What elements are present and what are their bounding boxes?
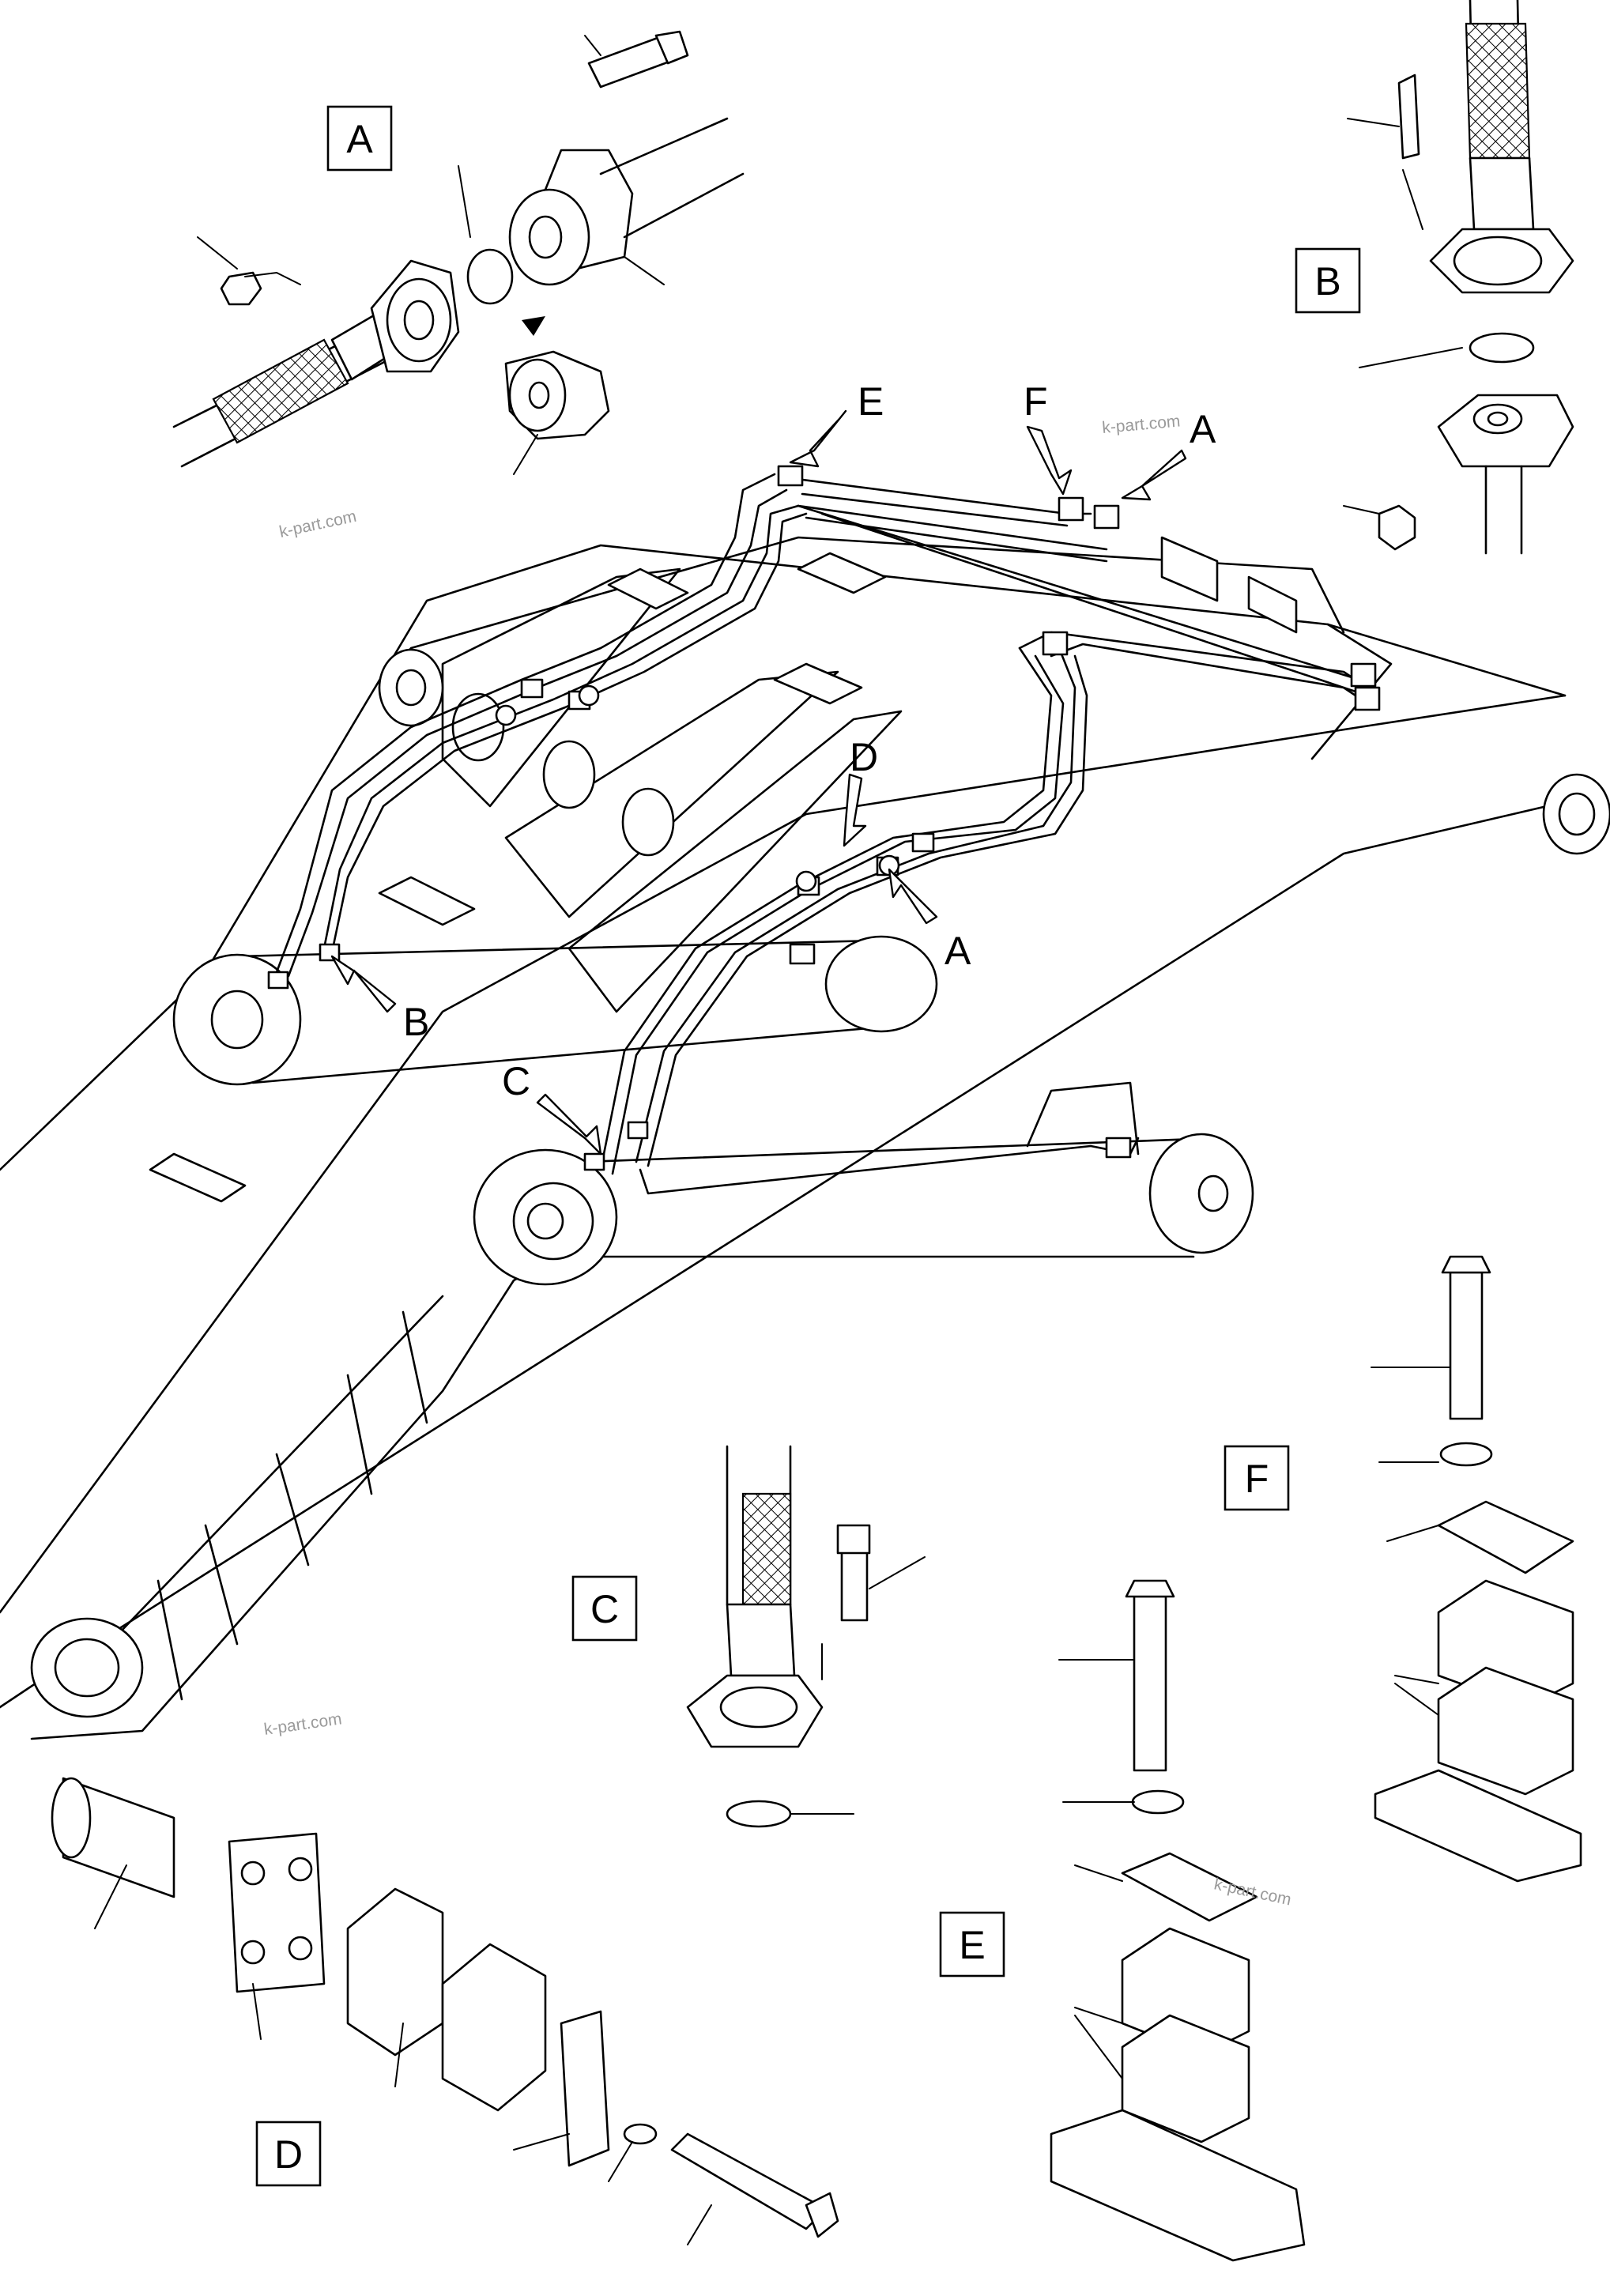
detail-c [686, 1445, 926, 1828]
watermark: k-part.com [1101, 412, 1181, 437]
callout-arrow-a-top [1121, 449, 1187, 501]
detail-label-c: C [590, 1587, 619, 1631]
arrow-letter-a-top: A [1190, 407, 1216, 451]
boom-assembly [0, 536, 1610, 1740]
callout-arrow-e [789, 409, 847, 468]
callout-arrow-d [843, 773, 867, 847]
arrow-letters: E F A D A B C [403, 379, 1216, 1103]
detail-label-d: D [274, 2132, 303, 2177]
detail-e [1050, 1579, 1306, 2262]
arrow-letter-c: C [502, 1059, 530, 1103]
detail-a [172, 30, 745, 475]
arrow-letter-f: F [1024, 379, 1048, 424]
watermark: k-part.com [262, 1710, 342, 1739]
detail-label-a: A [346, 117, 373, 161]
hose-fittings [267, 465, 1381, 1171]
arrow-letter-a-mid: A [945, 929, 971, 973]
detail-b [1343, 0, 1574, 555]
detail-label-b: B [1314, 259, 1340, 303]
callout-arrows [330, 409, 1187, 1156]
callout-arrow-f [1026, 425, 1073, 496]
hydraulic-lines [267, 465, 1381, 1195]
boxed-detail-labels: A B C D E F [255, 105, 1361, 2187]
detail-d [51, 1777, 839, 2245]
callout-arrow-c [536, 1093, 602, 1156]
detail-f [1371, 1255, 1582, 1883]
arrow-letter-b: B [403, 1000, 429, 1044]
detail-label-f: F [1245, 1457, 1269, 1501]
callout-arrow-b [330, 955, 397, 1013]
arrow-letter-d: D [850, 735, 878, 779]
arrow-letter-e: E [858, 379, 884, 424]
watermark: k-part.com [277, 507, 358, 541]
detail-label-e: E [959, 1923, 985, 1967]
callout-arrow-a-mid [888, 868, 938, 925]
